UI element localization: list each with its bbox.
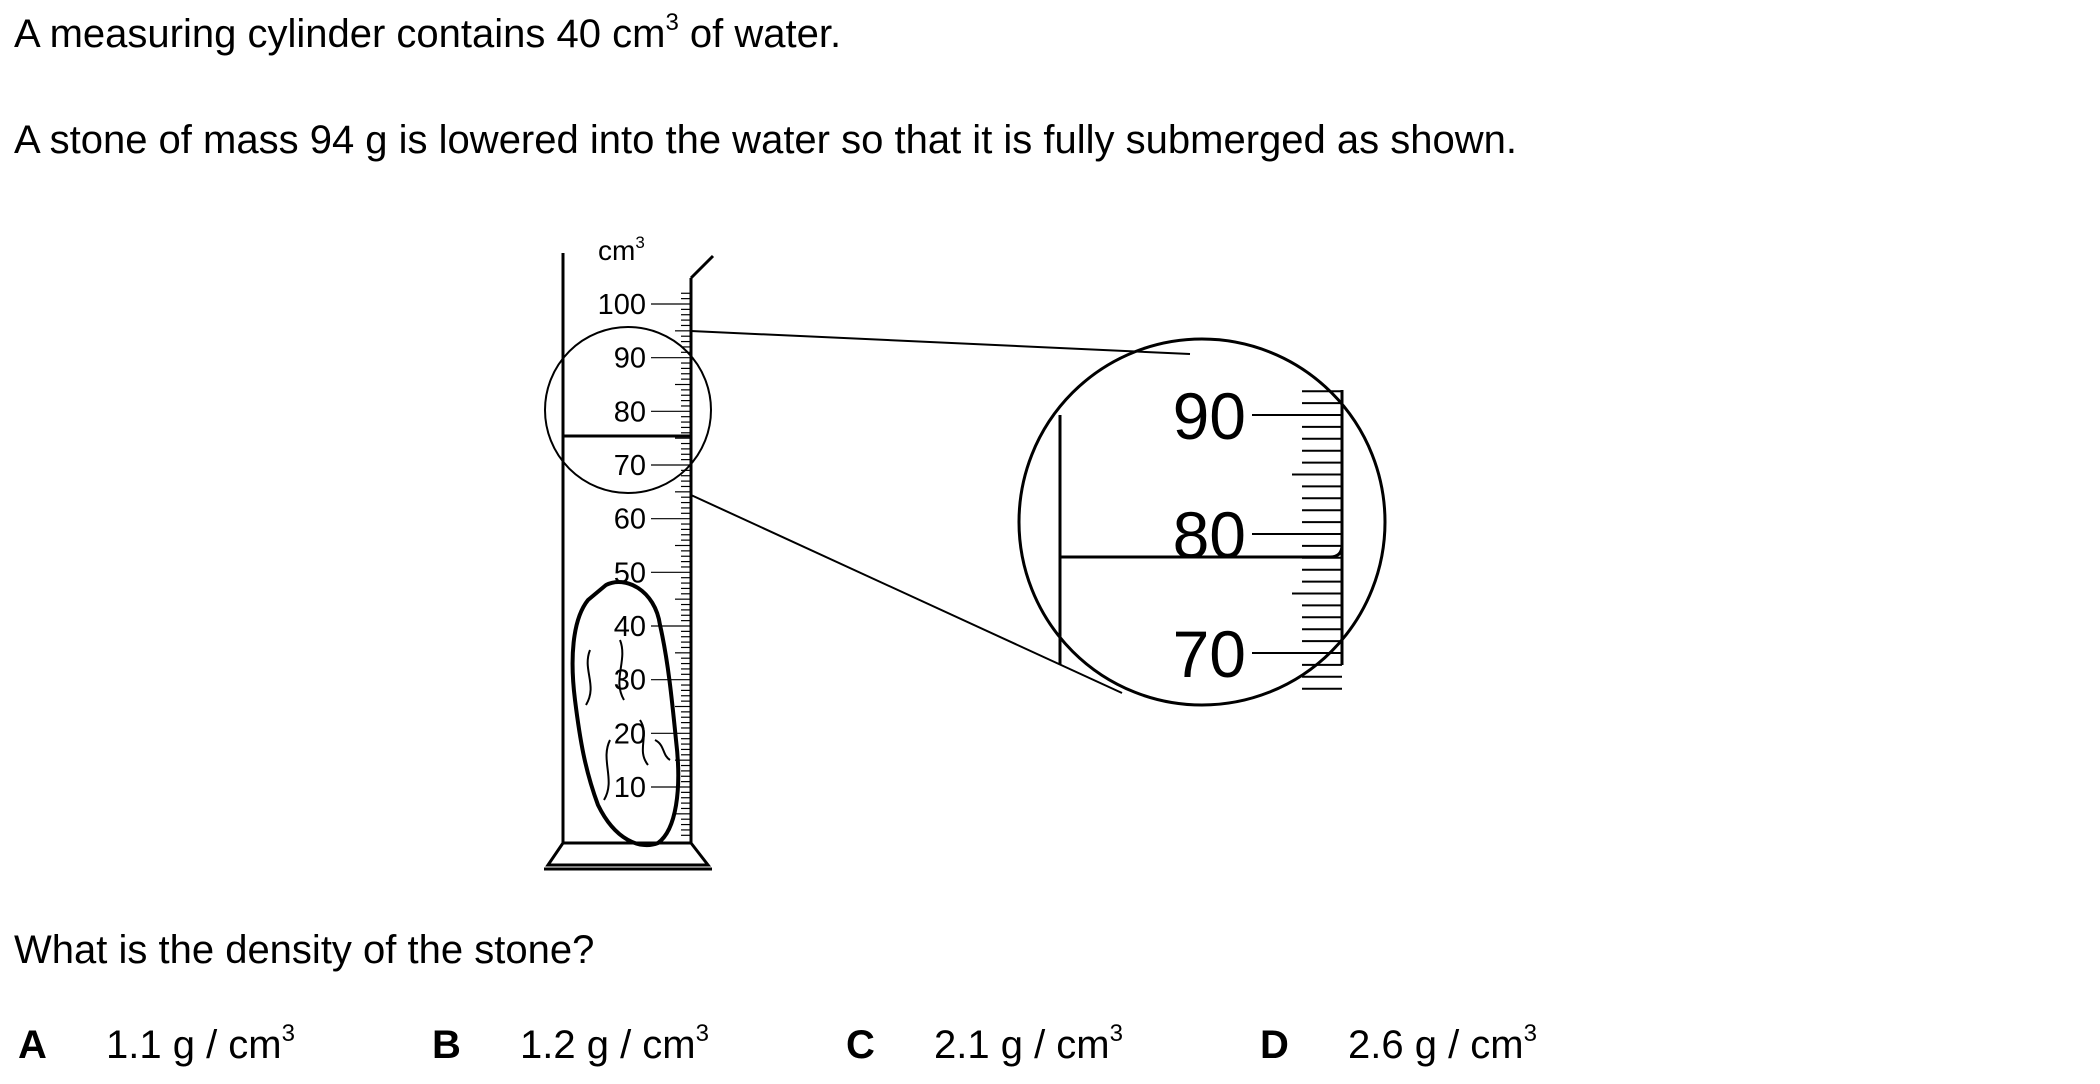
question-line-1-text: A measuring cylinder contains 40 cm [14,12,666,56]
scale-label: 70 [614,450,646,482]
magnifier-zoom-circle [1017,337,1387,707]
cylinder-scale-ticks [651,292,691,836]
superscript: 3 [665,9,679,36]
zoom-label: 80 [1173,498,1246,572]
zoom-connector-top [690,330,1191,355]
zoom-label: 70 [1173,617,1246,691]
option-value: 1.2 g / cm3 [520,1020,709,1067]
option-value: 1.1 g / cm3 [106,1020,295,1067]
zoom-label: 90 [1173,379,1246,453]
scale-label: 90 [614,343,646,375]
cylinder-unit-label: cm3 [598,233,645,266]
stone [570,579,681,848]
option-a[interactable]: A 1.1 g / cm3 [18,1022,295,1067]
zoom-scale-ticks [1252,390,1342,690]
scale-label: 40 [614,611,646,643]
option-letter: D [1260,1023,1289,1067]
option-letter: C [846,1023,875,1067]
magnifier-small-circle [544,326,712,494]
cylinder-base [544,863,712,871]
question-prompt: What is the density of the stone? [14,928,595,972]
question-line-1: A measuring cylinder contains 40 cm3 of … [14,11,842,56]
cylinder-body [545,253,715,867]
question-line-1-end: of water. [678,12,842,56]
scale-label: 20 [614,718,646,750]
option-d[interactable]: D 2.6 g / cm3 [1260,1022,1537,1067]
question-line-2: A stone of mass 94 g is lowered into the… [14,118,1517,162]
scale-label: 80 [614,396,646,428]
zoom-scale-labels: 90 80 70 [1173,379,1246,691]
option-letter: B [432,1023,461,1067]
zoom-walls [1058,390,1344,665]
scale-label: 10 [614,772,646,804]
scale-label: 60 [614,504,646,536]
stone-texture [585,639,671,801]
option-c[interactable]: C 2.1 g / cm3 [846,1022,1123,1067]
option-value: 2.6 g / cm3 [1348,1020,1537,1067]
option-b[interactable]: B 1.2 g / cm3 [432,1022,709,1067]
option-value: 2.1 g / cm3 [934,1020,1123,1067]
zoom-connector-bottom [690,494,1123,694]
scale-label: 100 [598,289,646,321]
option-letter: A [18,1023,47,1067]
